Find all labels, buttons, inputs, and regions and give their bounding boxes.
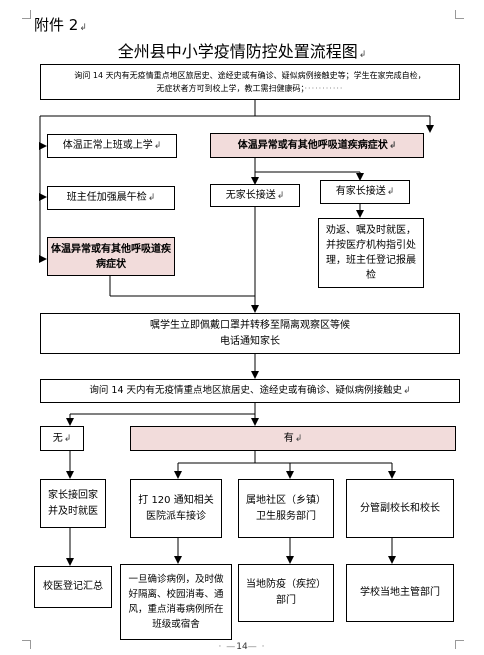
no-action-box: 家长接回家并及时就医	[40, 479, 106, 528]
corner-mark-tl	[22, 10, 31, 19]
abnormal-temp-box-2: 体温异常或有其他呼吸道疾病症状	[47, 237, 175, 276]
has-parent-box: 有家长接送↲	[320, 180, 410, 204]
normal-temp-box: 体温正常上班或上学↲	[47, 134, 177, 158]
edu-dept-box: 学校当地主管部门	[346, 564, 454, 622]
no-box: 无↲	[40, 426, 84, 451]
corner-mark-bl	[22, 640, 31, 649]
attachment-label: 附件 2↲	[34, 16, 87, 34]
corner-mark-br	[455, 640, 464, 649]
page-title: 全州县中小学疫情防控处置流程图↲	[117, 42, 367, 61]
call-120-box: 打 120 通知相关医院派车接诊	[130, 479, 222, 538]
cdc-box: 当地防疫（疾控）部门	[238, 564, 334, 622]
corner-mark-tr	[455, 10, 464, 19]
community-box: 属地社区（乡镇）卫生服务部门	[238, 479, 334, 538]
yes-box: 有↲	[130, 426, 456, 451]
parent-advice-box: 劝返、嘱及时就医，并按医疗机构指引处理，班主任登记报晨检	[318, 218, 424, 288]
confirmed-box: 一旦确诊病例，及时做好隔离、校园消毒、通风，重点消毒病例所在班级或宿舍	[120, 564, 232, 640]
abnormal-temp-box: 体温异常或有其他呼吸道疾病症状↲	[210, 133, 424, 158]
school-doctor-box: 校医登记汇总	[34, 566, 112, 608]
no-parent-box: 无家长接送↲	[210, 184, 300, 207]
step1-inquiry-box: 询问 14 天内有无疫情重点地区旅居史、途经史或有确诊、疑似病例接触史等；学生在…	[40, 64, 460, 100]
noon-check-box: 班主任加强晨午检↲	[47, 186, 175, 210]
page-number: · —14— ·	[218, 642, 266, 652]
step2-inquiry-box: 询问 14 天内有无疫情重点地区旅居史、途经史或有确诊、疑似病例接触史↲	[40, 379, 460, 403]
isolate-box: 嘱学生立即佩戴口罩并转移至隔离观察区等候 电话通知家长	[40, 313, 460, 354]
principal-box: 分管副校长和校长	[346, 479, 454, 538]
